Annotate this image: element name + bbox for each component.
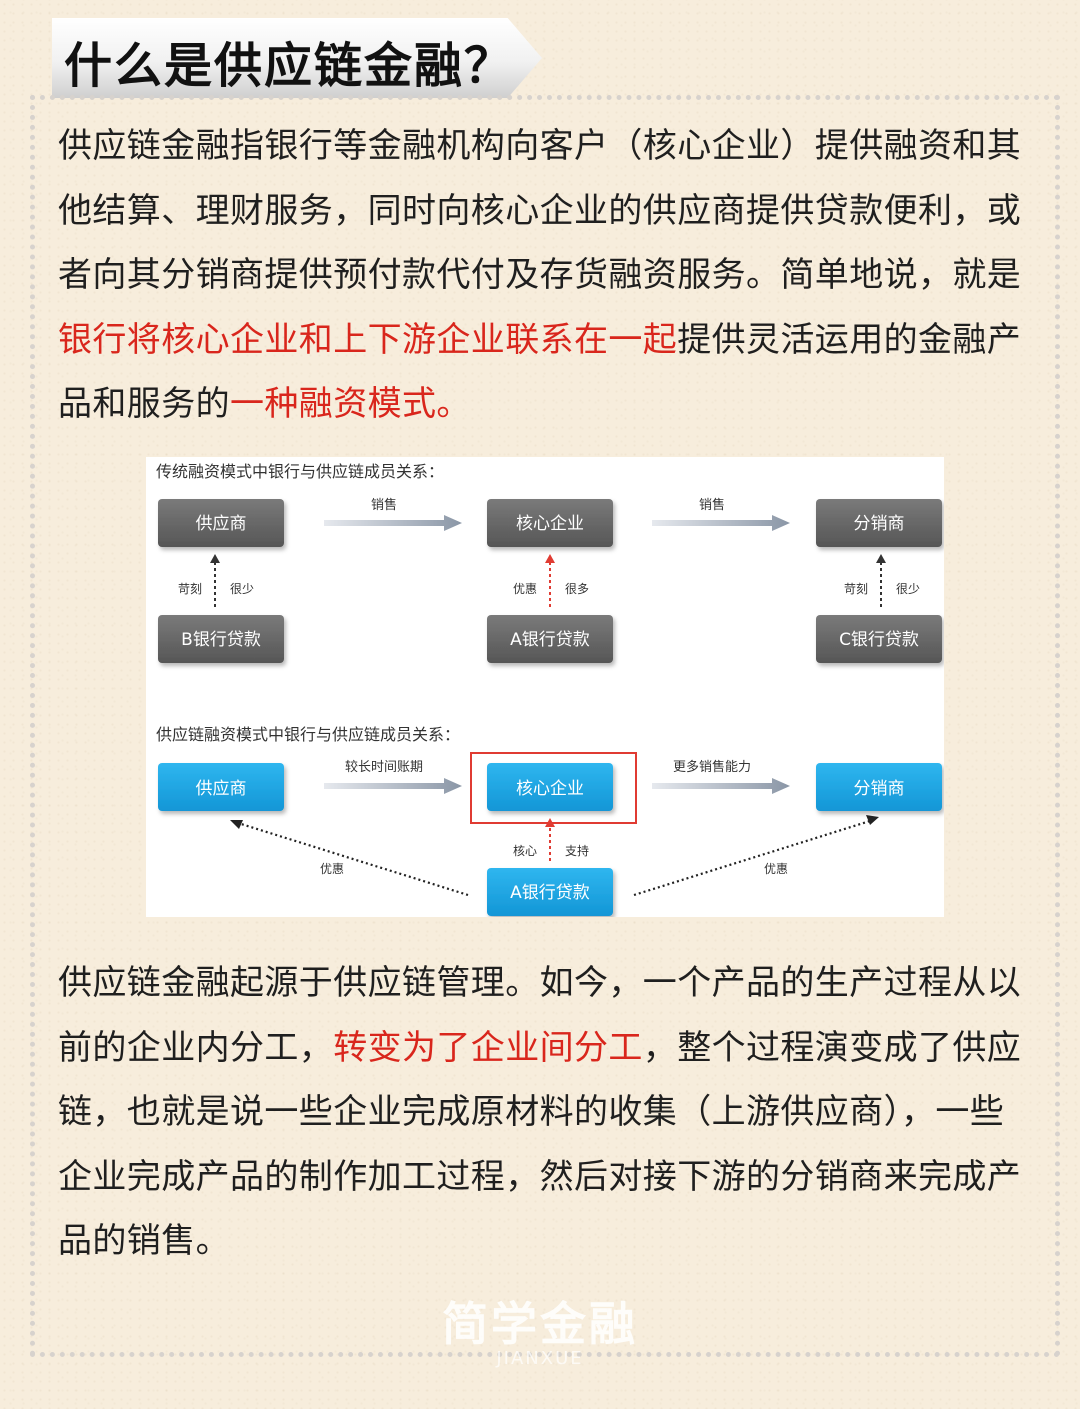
sc-diag-label-right: 优惠: [764, 862, 788, 876]
intro-paragraph: 供应链金融指银行等金融机构向客户（核心企业）提供融资和其他结算、理财服务，同时向…: [58, 114, 1033, 437]
trad-distributor-label: 分销商: [854, 514, 905, 534]
sc-diagonal-left: 优惠: [230, 820, 469, 897]
sc-distributor-label: 分销商: [854, 779, 905, 799]
intro-text-2: 提供灵活运用的金融产品和服务的: [58, 319, 1022, 425]
sc-bank-box: A银行贷款: [487, 868, 613, 916]
trad-bank-b-label: B银行贷款: [181, 630, 261, 650]
trad-link-right: 苛刻 很少: [844, 554, 920, 607]
sc-core-box: 核心企业: [487, 763, 613, 811]
trad-link-left: 苛刻 很少: [178, 554, 254, 607]
sc-distributor-box: 分销商: [816, 763, 942, 811]
trad-link-center-r: 很多: [565, 582, 589, 596]
trad-bank-b-box: B银行贷款: [158, 615, 284, 663]
watermark: 简学金融 JIANXUE: [430, 1288, 650, 1369]
trad-supplier-box: 供应商: [158, 499, 284, 547]
trad-arrow-1: [324, 515, 462, 531]
sc-link-l: 核心: [513, 844, 537, 858]
sc-arrow-label-2: 更多销售能力: [673, 759, 751, 775]
trad-link-center-l: 优惠: [513, 582, 537, 596]
trad-bank-a-box: A银行贷款: [487, 615, 613, 663]
trad-supplier-label: 供应商: [196, 514, 247, 534]
sc-supplier-box: 供应商: [158, 763, 284, 811]
origin-paragraph: 供应链金融起源于供应链管理。如今，一个产品的生产过程从以前的企业内分工，转变为了…: [58, 951, 1033, 1274]
sc-diag-label-left: 优惠: [320, 862, 344, 876]
core-highlight-frame: [470, 752, 637, 824]
intro-highlight-2: 一种融资模式。: [230, 384, 471, 424]
trad-link-right-l: 苛刻: [844, 582, 868, 596]
sc-supplier-label: 供应商: [196, 779, 247, 799]
trad-link-left-l: 苛刻: [178, 582, 202, 596]
trad-arrow-label-2: 销售: [699, 497, 725, 513]
trad-link-center: 优惠 很多: [513, 554, 589, 607]
watermark-main: 简学金融: [442, 1297, 638, 1351]
traditional-heading: 传统融资模式中银行与供应链成员关系：: [156, 462, 444, 481]
trad-bank-c-box: C银行贷款: [816, 615, 942, 663]
intro-text-1: 供应链金融指银行等金融机构向客户（核心企业）提供融资和其他结算、理财服务，同时向…: [58, 126, 1022, 295]
watermark-sub: JIANXUE: [496, 1348, 584, 1369]
trad-bank-a-label: A银行贷款: [510, 630, 590, 650]
trad-link-right-r: 很少: [896, 582, 920, 596]
origin-text-2: ，整个过程演变成了供应链，也就是说一些企业完成原材料的收集（上游供应商），一些企…: [58, 1027, 1022, 1262]
trad-bank-c-label: C银行贷款: [839, 630, 919, 650]
supply-chain-heading: 供应链融资模式中银行与供应链成员关系：: [156, 725, 460, 744]
trad-distributor-box: 分销商: [816, 499, 942, 547]
page-title: 什么是供应链金融？: [64, 38, 515, 94]
sc-link-center: 核心 支持: [513, 818, 589, 861]
sc-arrow-2: [652, 778, 790, 794]
trad-core-box: 核心企业: [487, 499, 613, 547]
dotted-frame: [30, 95, 1060, 1357]
relationship-diagram: 传统融资模式中银行与供应链成员关系： 供应商 核心企业 分销商 销售 销售 B银…: [146, 457, 944, 917]
trad-arrow-label-1: 销售: [371, 497, 397, 513]
origin-highlight: 转变为了企业间分工: [333, 1027, 643, 1068]
sc-arrow-label-1: 较长时间账期: [345, 760, 423, 775]
trad-core-label: 核心企业: [516, 514, 584, 534]
sc-bank-label: A银行贷款: [510, 883, 590, 903]
intro-highlight-1: 银行将核心企业和上下游企业联系在一起: [58, 319, 678, 360]
origin-text-1: 供应链金融起源于供应链管理。如今，一个产品的生产过程从以前的企业内分工，: [58, 963, 1022, 1068]
sc-diagonal-right: 优惠: [633, 815, 879, 897]
trad-link-left-r: 很少: [230, 582, 254, 596]
sc-core-label: 核心企业: [516, 779, 584, 799]
trad-arrow-2: [652, 515, 790, 531]
sc-link-r: 支持: [565, 843, 589, 858]
sc-arrow-1: [324, 778, 462, 794]
title-banner: 什么是供应链金融？: [52, 18, 542, 98]
